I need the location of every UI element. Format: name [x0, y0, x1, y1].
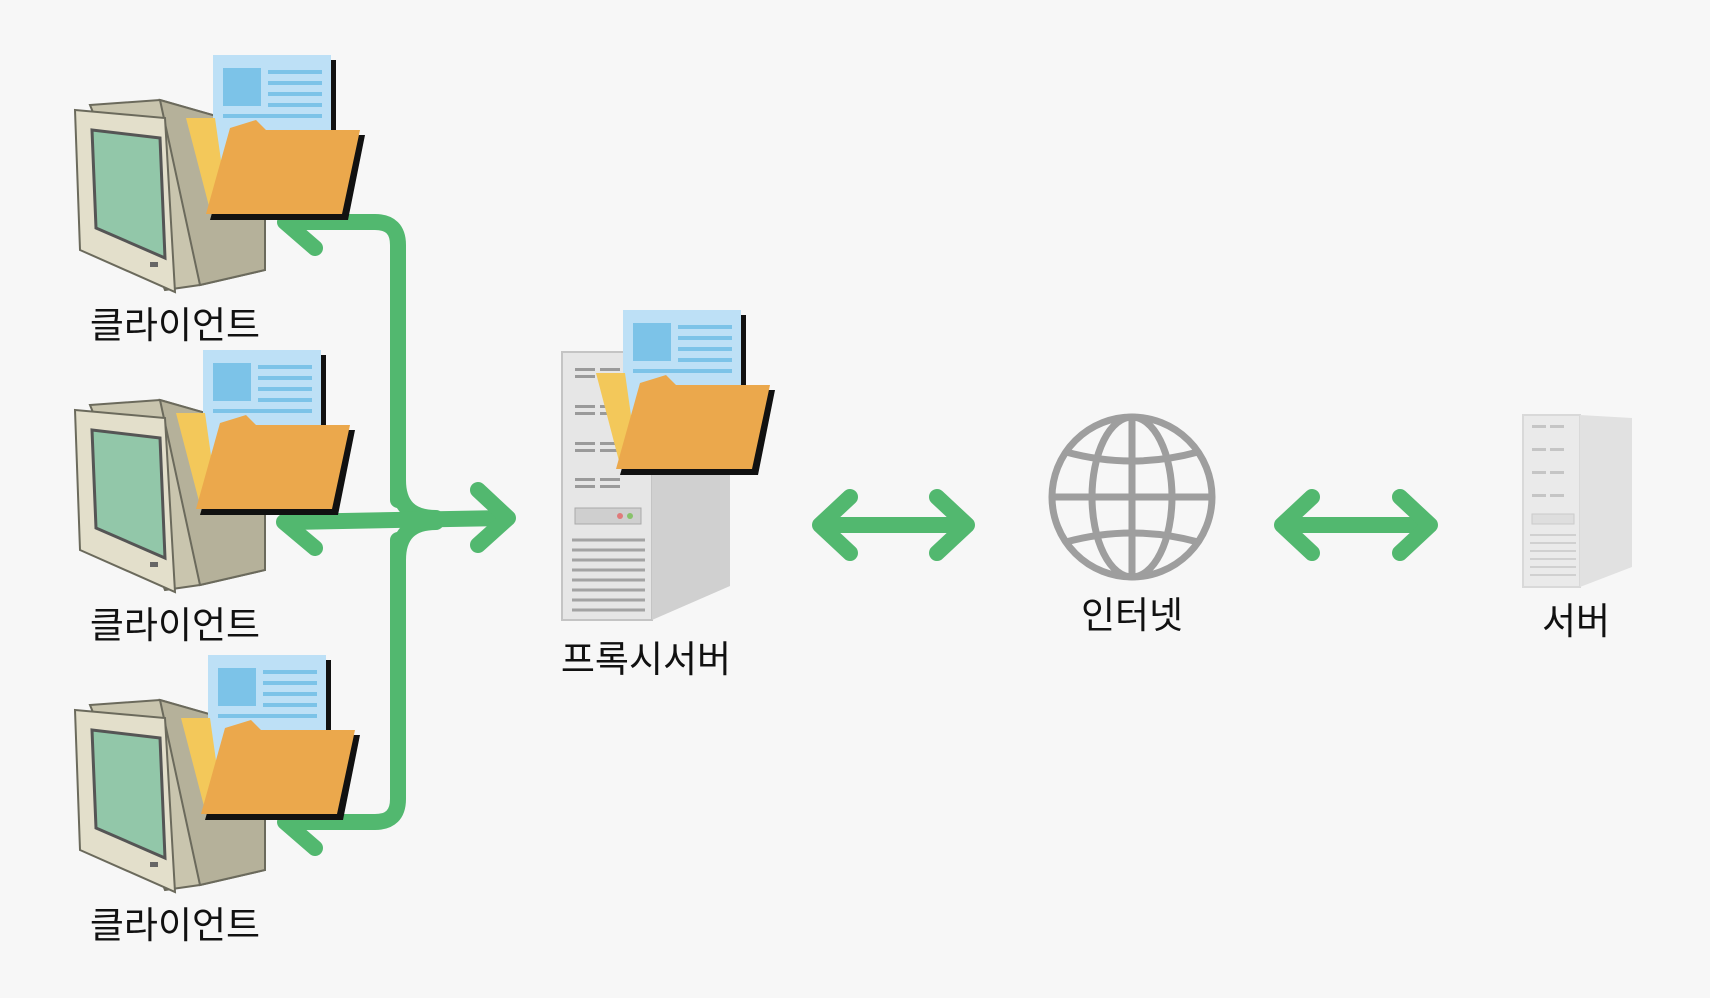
client-3: 클라이언트	[73, 655, 360, 947]
client-2-label: 클라이언트	[90, 604, 260, 647]
folder-document-icon	[596, 310, 775, 475]
arrow-to-client-2	[282, 510, 513, 530]
origin-server	[1522, 414, 1632, 588]
client-proxy-arrows	[276, 190, 516, 856]
server-tower-icon	[1522, 414, 1632, 588]
server-label: 서버	[1542, 600, 1610, 643]
folder-document-icon	[186, 55, 365, 220]
internet: 인터넷	[1048, 413, 1216, 637]
proxy-internet-arrow	[812, 489, 975, 561]
client-3-label: 클라이언트	[90, 904, 260, 947]
internet-server-arrow	[1274, 489, 1438, 561]
arrowhead-proxy	[470, 482, 516, 553]
client-2: 클라이언트	[73, 350, 355, 647]
proxy-server: 프록시서버	[561, 310, 775, 681]
folder-document-icon	[176, 350, 355, 515]
client-1: 클라이언트	[73, 55, 365, 347]
folder-document-icon	[181, 655, 360, 820]
internet-label: 인터넷	[1081, 594, 1183, 637]
arrow-to-client-1	[284, 214, 406, 508]
proxy-server-label: 프록시서버	[561, 638, 731, 681]
globe-icon	[1048, 413, 1216, 581]
client-1-label: 클라이언트	[90, 304, 260, 347]
arrow-to-client-3	[284, 532, 406, 830]
